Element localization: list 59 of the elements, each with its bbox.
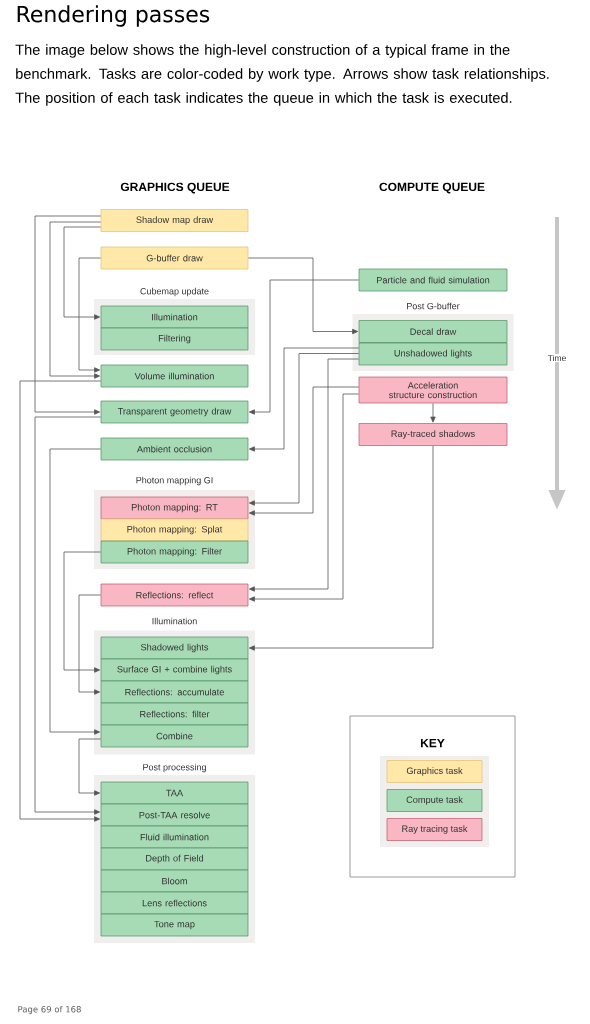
arrow	[34, 215, 102, 415]
arrow	[63, 226, 102, 320]
column-heading: COMPUTE QUEUE	[379, 182, 485, 194]
group-heading: Post processing	[143, 763, 206, 773]
task-box: Ambient occlusion	[100, 437, 249, 461]
arrow	[19, 380, 102, 822]
group-heading: Post G-buffer	[407, 302, 460, 310]
task-box: Photon mapping: Filter	[100, 540, 249, 564]
arrow	[49, 221, 102, 379]
task-box: Bloom	[100, 869, 249, 893]
arrow	[78, 738, 102, 796]
arrow	[249, 445, 434, 651]
task-box: Lens reflections	[100, 891, 249, 915]
task-box: Shadowed lights	[100, 636, 249, 660]
group-heading: Illumination	[152, 617, 197, 625]
arrow	[78, 594, 102, 695]
task-box: Surface GI + combine lights	[100, 658, 249, 682]
time-label: Time	[546, 353, 568, 363]
arrow	[78, 257, 102, 373]
task-box: Reflections: accumulate	[100, 680, 249, 704]
task-box: Photon mapping: Splat	[100, 518, 249, 542]
task-box: Combine	[100, 724, 249, 748]
intro-paragraph: The image below shows the high-level construction of a typical frame in the benchmark. Tasks are color-coded by work type. Arrows show task relationships. The position of each task indicates the queue in which the task is executed.	[15, 44, 549, 106]
arrow	[249, 358, 360, 592]
column-heading: GRAPHICS QUEUE	[120, 182, 230, 194]
page-number: Page 69 of 168	[18, 1005, 81, 1015]
arrow	[249, 279, 360, 415]
key-heading: KEY	[420, 738, 445, 748]
arrow	[249, 393, 360, 602]
task-box: Shadow map draw	[100, 209, 249, 232]
arrow	[430, 402, 436, 423]
task-box: Filtering	[100, 327, 249, 351]
task-box: Particle and fluid simulation	[358, 268, 508, 292]
task-box: Fluid illumination	[100, 825, 249, 849]
arrow	[247, 257, 359, 335]
task-box: Reflections: filter	[100, 702, 249, 726]
arrow	[49, 448, 102, 735]
task-box: Illumination	[100, 305, 249, 329]
task-box: Ray-traced shadows	[358, 423, 508, 446]
task-box: Post-TAA resolve	[100, 803, 249, 827]
task-box: Depth of Field	[100, 847, 249, 871]
task-box: Photon mapping: RT	[100, 496, 249, 520]
task-box: TAA	[100, 781, 249, 805]
task-box: Reflections: reflect	[100, 583, 249, 607]
task-box: Acceleration structure construction	[358, 376, 508, 404]
page-title: Rendering passes	[17, 5, 210, 27]
group-heading: Cubemap update	[140, 287, 209, 297]
task-box: G-buffer draw	[100, 246, 249, 270]
arrow	[63, 551, 102, 673]
task-box: Tone map	[100, 913, 249, 937]
task-box: Decal draw	[358, 320, 508, 343]
arrow	[249, 347, 360, 452]
task-box: Unshadowed lights	[358, 342, 508, 366]
arrow	[249, 353, 360, 506]
arrow	[34, 416, 102, 815]
task-box: Transparent geometry draw	[100, 400, 249, 424]
arrow	[249, 386, 360, 516]
group-heading: Photon mapping GI	[136, 476, 213, 486]
task-box: Volume illumination	[100, 364, 249, 388]
